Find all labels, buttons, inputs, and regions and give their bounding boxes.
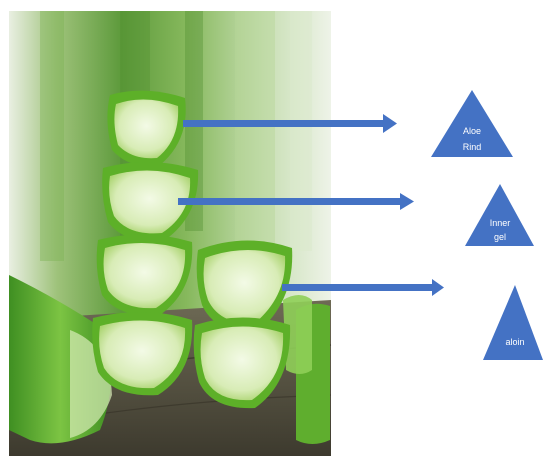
label-line: gel [494, 232, 506, 242]
label-line: Rind [463, 142, 482, 152]
label-line: Aloe [463, 126, 481, 136]
aloe-vera-photo [9, 11, 331, 456]
label-line: Inner [490, 218, 511, 228]
triangle-aloe-rind: Aloe Rind [431, 90, 513, 157]
triangle-inner-gel: Inner gel [465, 184, 534, 246]
triangle-aloin: aloin [483, 285, 543, 360]
label-line: aloin [505, 337, 524, 347]
